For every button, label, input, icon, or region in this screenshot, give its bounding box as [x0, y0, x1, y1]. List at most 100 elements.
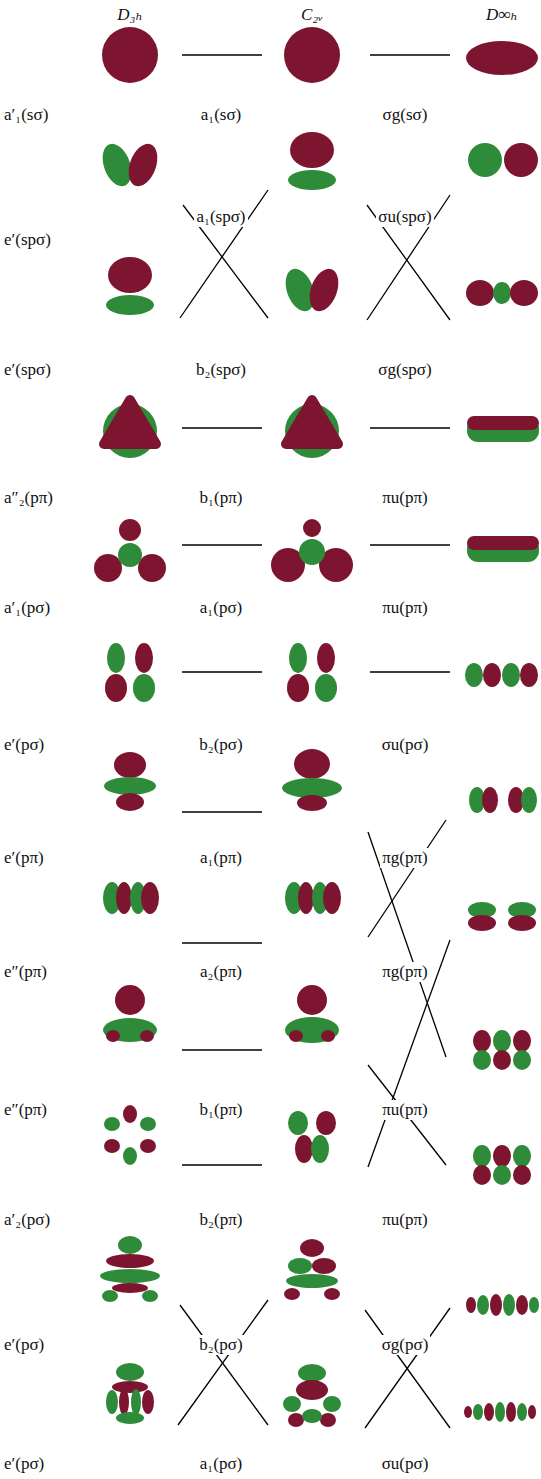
orbital-lobe — [285, 1017, 339, 1043]
orbital-label: e′(spσ) — [2, 360, 53, 380]
orbital-lobe — [513, 1050, 531, 1070]
orbital-lobe — [493, 1145, 511, 1167]
orbital-lobe — [521, 787, 537, 813]
orbital-label: b₂(pσ) — [197, 1335, 244, 1355]
orbital-lobe — [106, 295, 154, 315]
orbital-lobe — [116, 1363, 144, 1381]
correlation-line — [367, 195, 450, 320]
orbital-lobe — [142, 1290, 158, 1302]
correlation-line — [182, 942, 262, 943]
orbital-lobe — [290, 132, 334, 168]
correlation-line — [370, 54, 450, 55]
orbital-lobe — [317, 643, 335, 673]
correlation-line — [370, 544, 450, 545]
orbital-lobe — [123, 1105, 137, 1123]
orbital-group — [288, 1111, 336, 1163]
orbital-lobe — [513, 1165, 531, 1185]
orbital-lobe — [473, 1050, 491, 1070]
orbital-lobe — [508, 915, 536, 931]
orbital-lobe — [315, 674, 337, 702]
orbital-lobe — [133, 674, 155, 702]
orbital-label: σg(pσ) — [380, 1335, 431, 1355]
orbital-lobe — [467, 536, 539, 550]
orbital-lobe — [104, 1139, 120, 1153]
orbital-label: b₁(pπ) — [198, 488, 245, 508]
correlation-line — [180, 190, 268, 318]
orbital-lobe — [107, 643, 125, 673]
orbital-lobe — [490, 1294, 502, 1316]
orbital-label: e″(pπ) — [2, 962, 49, 982]
orbital-label: πu(pπ) — [380, 1210, 430, 1230]
orbital-lobe — [473, 1165, 491, 1185]
orbital-lobe — [104, 400, 156, 444]
orbital-label: e′(pσ) — [2, 1454, 46, 1474]
orbital-lobe — [288, 170, 336, 190]
correlation-line — [182, 427, 262, 428]
orbital-lobe — [493, 1050, 511, 1070]
orbital-label: e′(spσ) — [2, 230, 53, 250]
orbital-lobe — [123, 1147, 137, 1165]
orbital-lobe — [528, 1405, 536, 1419]
orbital-lobe — [324, 1288, 340, 1300]
orbital-lobe — [114, 752, 146, 778]
orbital-lobe — [142, 1390, 154, 1414]
correlation-line — [178, 1300, 268, 1425]
orbital-lobe — [294, 749, 330, 779]
orbital-lobe — [503, 1294, 515, 1316]
orbital-lobe — [506, 1402, 516, 1422]
correlation-line — [368, 1065, 446, 1165]
orbital-lobe — [529, 1297, 539, 1313]
orbital-lobe — [141, 882, 159, 914]
correlation-lines — [178, 55, 450, 1428]
orbital-lobe — [297, 795, 327, 811]
correlation-line — [182, 54, 262, 55]
orbital-label: a′₁(pσ) — [2, 598, 52, 618]
orbital-lobe — [316, 1111, 336, 1135]
orbital-lobe — [473, 1030, 491, 1052]
orbital-lobe — [131, 1389, 141, 1415]
orbital-lobe — [104, 777, 156, 795]
orbital-lobe — [477, 1295, 489, 1315]
orbital-lobe — [284, 1288, 300, 1300]
orbital-lobe — [493, 282, 511, 304]
orbital-label: e′(pσ) — [2, 1335, 46, 1355]
orbital-lobe — [288, 1413, 304, 1427]
orbital-label: a′₂(pσ) — [2, 1210, 52, 1230]
orbital-label: b₂(pπ) — [198, 1210, 245, 1230]
orbital-lobe — [468, 143, 502, 177]
correlation-line — [370, 671, 450, 672]
orbital-lobe — [135, 643, 153, 673]
orbital-label: a″₂(pπ) — [2, 488, 55, 508]
orbital-lobe — [102, 27, 158, 83]
correlation-line — [368, 820, 446, 937]
orbital-label: a₁(sσ) — [199, 105, 244, 125]
orbital-lobe — [115, 985, 145, 1015]
correlation-line — [183, 205, 268, 318]
orbital-lobe — [289, 643, 307, 673]
orbital-lobe — [287, 674, 309, 702]
orbital-lobe — [140, 1117, 156, 1131]
orbital-lobe — [323, 1396, 341, 1412]
symmetry-group-heading: C₂ᵥ — [299, 5, 325, 25]
orbital-lobe — [284, 27, 340, 83]
orbital-lobe — [116, 1412, 144, 1424]
orbital-lobe — [286, 400, 338, 444]
orbital-lobe — [118, 1236, 142, 1254]
orbital-label: σg(sσ) — [381, 105, 430, 125]
orbital-lobe — [112, 1283, 148, 1293]
orbital-lobe — [493, 1030, 511, 1052]
orbital-lobe — [119, 519, 141, 541]
orbital-lobe — [513, 1145, 531, 1167]
orbital-lobe — [116, 793, 144, 811]
orbital-lobe — [299, 539, 325, 565]
correlation-line — [182, 544, 262, 545]
orbital-lobe — [105, 674, 127, 702]
orbital-label: σu(pσ) — [380, 1454, 431, 1474]
orbital-label: b₂(spσ) — [194, 360, 248, 380]
orbital-lobe — [510, 280, 538, 306]
orbital-label: πu(pπ) — [380, 488, 430, 508]
orbital-lobe — [123, 140, 162, 190]
orbital-lobe — [493, 1165, 511, 1185]
orbital-lobe — [311, 1135, 329, 1163]
